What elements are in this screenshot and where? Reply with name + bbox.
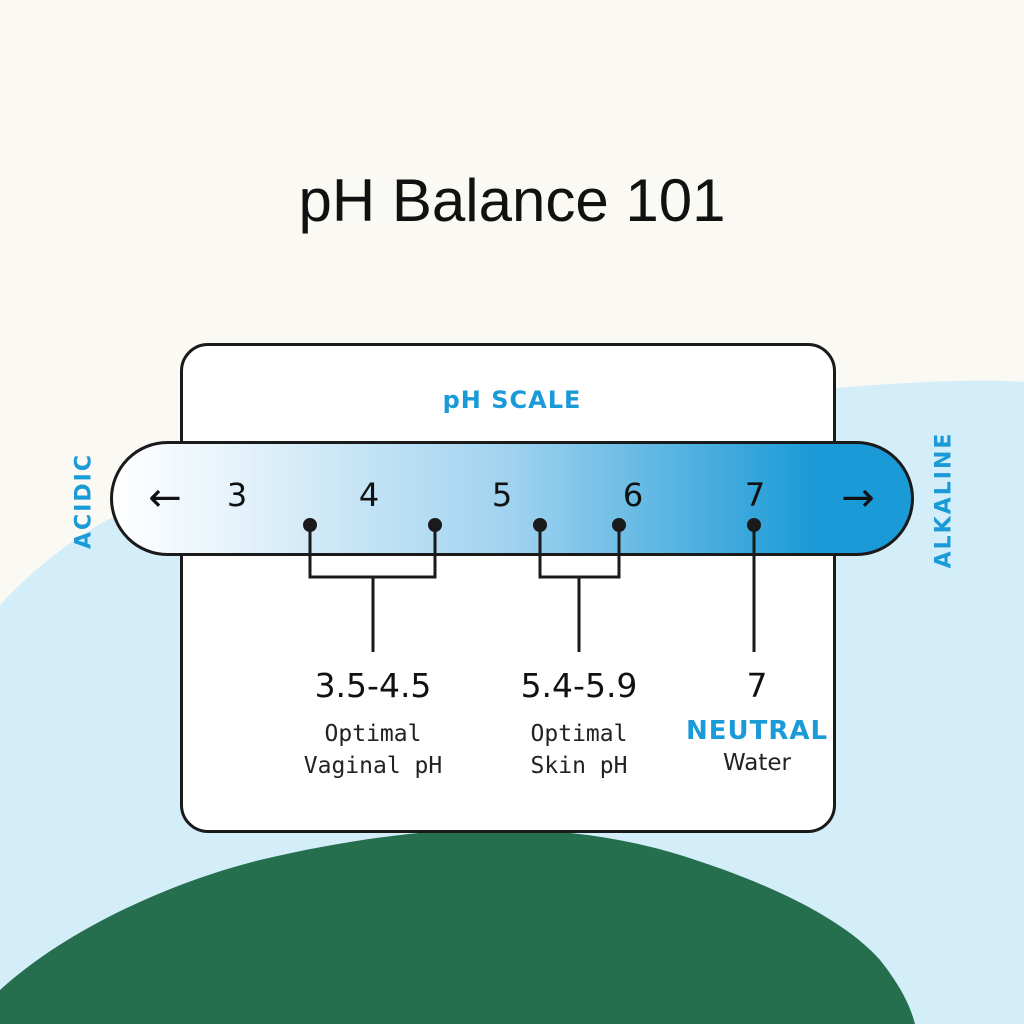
arrow-right-icon: → <box>841 475 875 521</box>
skin-range-description: Optimal Skin pH <box>479 718 679 782</box>
vaginal-range-value: 3.5-4.5 <box>314 666 432 705</box>
vaginal-range-bracket <box>308 525 437 652</box>
skin-desc-line1: Optimal <box>530 721 628 747</box>
skin-range-value: 5.4-5.9 <box>520 666 638 705</box>
skin-desc-line2: Skin pH <box>530 753 628 779</box>
tick-label-7: 7 <box>744 476 766 514</box>
background-green-hill <box>0 829 915 1024</box>
skin-range-bracket <box>538 525 621 652</box>
ph-scale-card <box>180 343 836 833</box>
marker-dot-4-5 <box>428 518 442 532</box>
marker-dot-5-9 <box>612 518 626 532</box>
vaginal-range-description: Optimal Vaginal pH <box>273 718 473 782</box>
ph-gradient-bar <box>110 441 914 556</box>
tick-label-5: 5 <box>491 476 513 514</box>
arrow-left-icon: ← <box>148 475 182 521</box>
marker-dot-5-4 <box>533 518 547 532</box>
water-label: Water <box>723 750 791 776</box>
tick-label-4: 4 <box>358 476 380 514</box>
ph-scale-label: pH SCALE <box>442 386 582 414</box>
tick-label-3: 3 <box>226 476 248 514</box>
marker-dot-3-5 <box>303 518 317 532</box>
neutral-label: NEUTRAL <box>685 716 829 746</box>
page-title: pH Balance 101 <box>298 167 726 234</box>
neutral-value: 7 <box>746 666 768 705</box>
vaginal-desc-line2: Vaginal pH <box>303 753 443 779</box>
vaginal-desc-line1: Optimal <box>324 721 422 747</box>
marker-dot-7 <box>747 518 761 532</box>
tick-label-6: 6 <box>622 476 644 514</box>
